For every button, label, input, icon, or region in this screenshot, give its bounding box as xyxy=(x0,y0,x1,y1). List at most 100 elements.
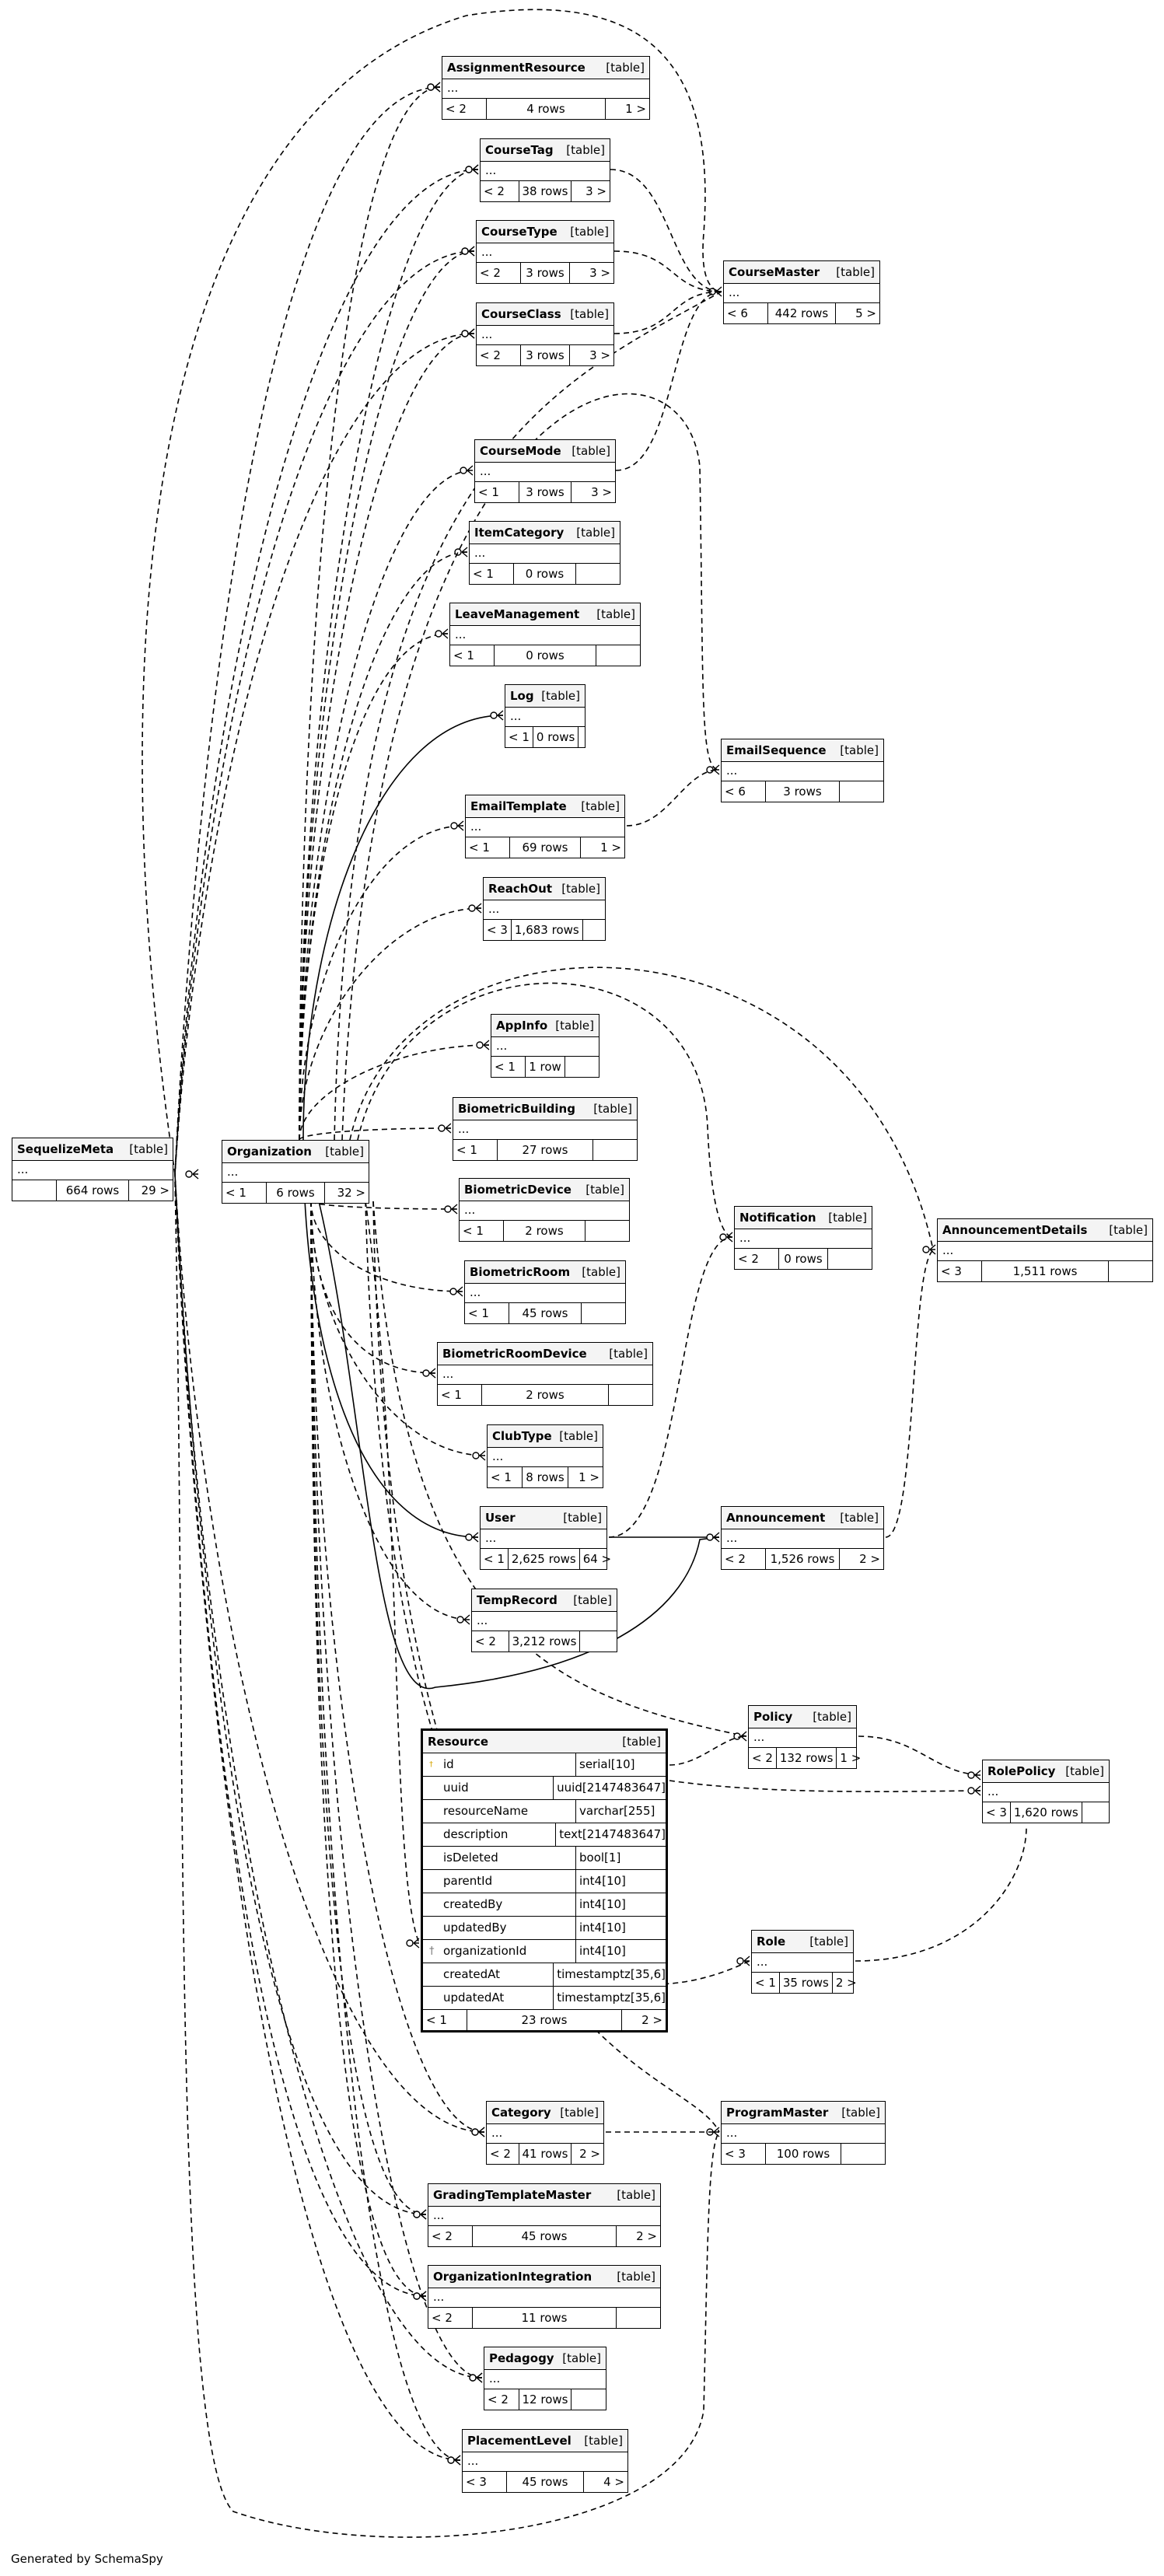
parents-count-link[interactable]: < 2 xyxy=(428,2226,473,2246)
table-name[interactable]: BiometricRoomDevice xyxy=(442,1347,587,1361)
table-name[interactable]: AssignmentResource xyxy=(447,61,585,75)
parents-count-link[interactable]: < 1 xyxy=(470,564,514,584)
children-count-link[interactable]: 3 > xyxy=(589,266,610,280)
table-name[interactable]: EmailTemplate xyxy=(470,799,567,813)
children-count-link[interactable]: 3 > xyxy=(585,184,606,198)
parents-count-link[interactable]: < 3 xyxy=(983,1802,1011,1823)
parents-count-link[interactable]: < 1 xyxy=(491,1057,526,1077)
parents-count-link[interactable]: < 2 xyxy=(484,2389,519,2410)
parents-count-link[interactable]: < 3 xyxy=(463,2472,507,2492)
parents-count-link[interactable]: < 3 xyxy=(938,1261,982,1281)
parents-count-link[interactable]: < 1 xyxy=(481,1549,509,1569)
children-count-link[interactable]: 29 > xyxy=(141,1183,170,1197)
table-name[interactable]: ItemCategory xyxy=(474,526,565,540)
children-count-link[interactable]: 4 > xyxy=(603,2475,624,2489)
parents-count-link[interactable]: < 2 xyxy=(477,263,521,283)
table-name[interactable]: BiometricDevice xyxy=(464,1183,572,1197)
parents-count-link[interactable]: < 1 xyxy=(453,1140,498,1160)
children-count-link[interactable] xyxy=(841,2144,885,2164)
table-name[interactable]: AppInfo xyxy=(496,1019,548,1033)
parents-count-link[interactable]: < 1 xyxy=(752,1973,780,1993)
table-name[interactable]: Role xyxy=(757,1935,786,1949)
children-count-link[interactable] xyxy=(840,781,883,802)
parents-count-link[interactable]: < 2 xyxy=(722,1549,766,1569)
table-name[interactable]: Resource xyxy=(428,1735,489,1749)
children-count-link[interactable]: 32 > xyxy=(337,1186,365,1200)
table-name[interactable]: CourseMode xyxy=(480,444,561,458)
table-name[interactable]: CourseMaster xyxy=(729,265,820,279)
children-count-link[interactable]: 1 > xyxy=(600,841,621,855)
parents-count-link[interactable]: < 1 xyxy=(505,727,533,747)
table-name[interactable]: BiometricBuilding xyxy=(458,1102,575,1116)
parents-count-link[interactable]: < 1 xyxy=(488,1467,523,1487)
children-count-link[interactable] xyxy=(579,727,585,747)
table-name[interactable]: ReachOut xyxy=(488,882,553,896)
children-count-link[interactable] xyxy=(565,1057,599,1077)
children-count-link[interactable]: 3 > xyxy=(591,485,612,499)
parents-count-link[interactable]: < 1 xyxy=(475,482,519,502)
parents-count-link[interactable]: < 2 xyxy=(481,181,519,201)
table-name[interactable]: OrganizationIntegration xyxy=(433,2270,592,2284)
parents-count-link[interactable]: < 1 xyxy=(423,2010,467,2030)
children-count-link[interactable] xyxy=(585,1221,629,1241)
children-count-link[interactable]: 2 > xyxy=(636,2229,657,2243)
table-name[interactable]: RolePolicy xyxy=(987,1764,1056,1778)
children-count-link[interactable] xyxy=(583,920,605,940)
parents-count-link[interactable]: < 1 xyxy=(222,1183,267,1203)
children-count-link[interactable]: 2 > xyxy=(859,1552,880,1566)
children-count-link[interactable]: 1 > xyxy=(625,102,646,116)
table-name[interactable]: EmailSequence xyxy=(726,743,827,757)
children-count-link[interactable] xyxy=(593,1140,637,1160)
parents-count-link[interactable]: < 2 xyxy=(735,1249,779,1269)
parents-count-link[interactable]: < 3 xyxy=(722,2144,766,2164)
children-count-link[interactable] xyxy=(617,2308,660,2328)
table-name[interactable]: AnnouncementDetails xyxy=(942,1223,1088,1237)
parents-count-link[interactable]: < 2 xyxy=(428,2308,473,2328)
table-name[interactable]: BiometricRoom xyxy=(470,1265,571,1279)
children-count-link[interactable] xyxy=(580,1631,617,1652)
children-count-link[interactable] xyxy=(576,564,620,584)
table-name[interactable]: SequelizeMeta xyxy=(17,1142,114,1156)
parents-count-link[interactable]: < 6 xyxy=(722,781,766,802)
parents-count-link[interactable]: < 1 xyxy=(460,1221,504,1241)
children-count-link[interactable]: 2 > xyxy=(835,1976,857,1990)
table-name[interactable]: CourseType xyxy=(481,225,558,239)
parents-count-link[interactable]: < 1 xyxy=(438,1385,482,1405)
table-name[interactable]: Category xyxy=(491,2106,551,2120)
children-count-link[interactable] xyxy=(609,1385,652,1405)
children-count-link[interactable]: 1 > xyxy=(579,1470,599,1484)
